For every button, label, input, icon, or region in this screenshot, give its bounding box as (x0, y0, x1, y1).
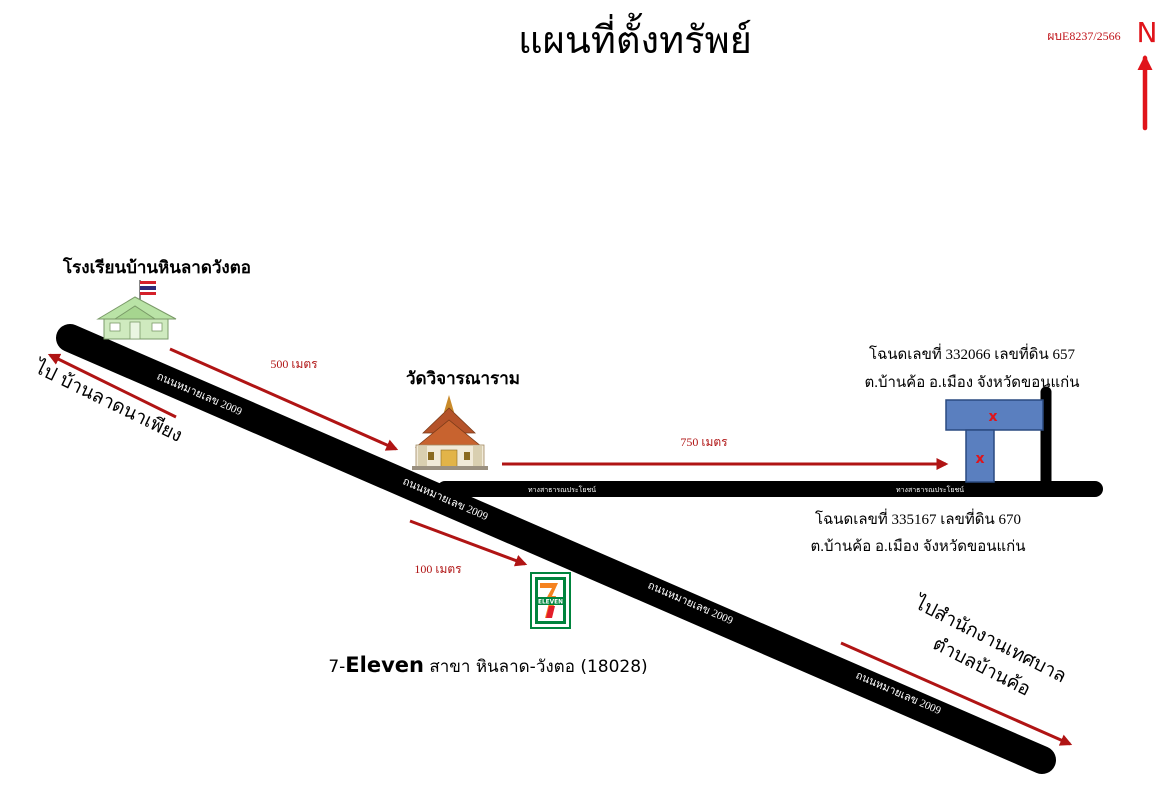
seven-eleven-branch: สาขา หินลาด-วังตอ (18028) (424, 657, 648, 677)
parcel-north (945, 399, 1044, 431)
school-icon (96, 280, 177, 340)
highway-2009 (56, 324, 1056, 774)
parcel-south-location: ต.บ้านค้อ อ.เมือง จังหวัดขอนแก่น (810, 538, 1025, 555)
seven-eleven-logo-icon: ELEVEN (530, 572, 571, 629)
seven-eleven-prefix: 7- (328, 657, 345, 677)
parcel-south (965, 429, 995, 483)
north-arrow-icon: N (1137, 16, 1158, 131)
public-way-label: ทางสาธารณประโยชน์ (896, 485, 964, 494)
parcel-south-deed: โฉนดเลขที่ 335167 เลขที่ดิน 670 (815, 508, 1021, 528)
distance-100m: 100 เมตร (414, 562, 462, 576)
property-parcels: x x (945, 399, 1044, 483)
seven-eleven-logo-text: ELEVEN (538, 600, 563, 606)
north-label: N (1137, 16, 1158, 49)
parcel-north-mark: x (988, 409, 997, 425)
distance-arrow-seven-eleven (409, 519, 528, 567)
school-label: โรงเรียนบ้านหินลาดวังตอ (62, 257, 251, 278)
direction-arrow-west (47, 353, 177, 419)
parcel-north-deed: โฉนดเลขที่ 332066 เลขที่ดิน 657 (869, 343, 1075, 363)
parcel-south-mark: x (975, 451, 984, 467)
distance-750m: 750 เมตร (680, 435, 728, 449)
distance-500m: 500 เมตร (270, 357, 318, 371)
seven-eleven-label: 7-Eleven สาขา หินลาด-วังตอ (18028) (328, 653, 647, 677)
direction-arrow-east (840, 641, 1073, 746)
seven-eleven-brand: Eleven (345, 653, 424, 677)
distance-arrow-school-temple (169, 347, 399, 451)
map-title: แผนที่ตั้งทรัพย์ (518, 12, 752, 62)
public-way-label: ทางสาธารณประโยชน์ (528, 485, 596, 494)
parcel-north-location: ต.บ้านค้อ อ.เมือง จังหวัดขอนแก่น (864, 374, 1079, 391)
temple-label: วัดวิจารณาราม (406, 369, 520, 389)
reference-code: ผบE8237/2566 (1047, 29, 1120, 43)
temple-icon (412, 395, 488, 470)
